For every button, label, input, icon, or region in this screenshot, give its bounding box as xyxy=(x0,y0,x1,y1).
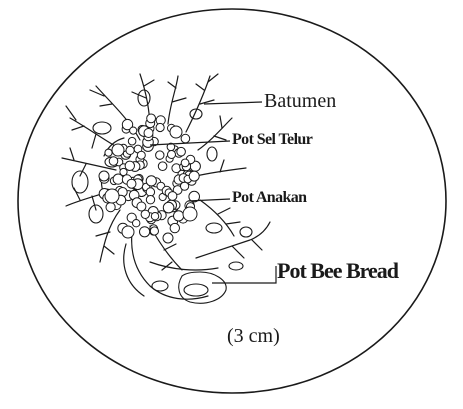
brood-cell xyxy=(145,175,157,187)
brood-cell xyxy=(155,150,165,160)
scale-label: (3 cm) xyxy=(227,325,280,347)
brood-cell xyxy=(143,128,154,138)
brood-cell xyxy=(129,126,138,135)
brood-cell xyxy=(173,210,185,222)
brood-cell xyxy=(121,118,134,131)
leader-pot-bee-bread xyxy=(212,266,277,284)
brood-cell xyxy=(119,167,128,177)
brood-cell xyxy=(127,136,137,146)
brood-cell xyxy=(145,187,156,197)
brood-cell xyxy=(180,133,191,144)
brood-cell xyxy=(139,226,151,238)
brood-cell xyxy=(125,145,135,155)
pot-cell xyxy=(169,125,183,139)
brood-cell xyxy=(169,222,181,234)
brood-cell xyxy=(145,195,156,205)
brood-cell xyxy=(167,191,178,201)
label-pot-anakan: Pot Anakan xyxy=(232,189,307,206)
pot-cell xyxy=(121,225,135,239)
brood-cell xyxy=(157,161,168,171)
label-batumen: Batumen xyxy=(264,90,337,112)
nest-chambers xyxy=(71,89,253,297)
leader-batumen xyxy=(203,101,263,105)
brood-cell xyxy=(176,146,186,157)
brood-cell xyxy=(104,148,113,157)
brood-cell xyxy=(149,226,159,236)
outer-circle xyxy=(17,8,447,394)
brood-cell xyxy=(140,209,151,220)
brood-cell xyxy=(150,212,160,221)
brood-cell xyxy=(132,219,141,228)
leader-pot-sel-telur xyxy=(149,140,231,146)
pot-cell xyxy=(182,206,198,222)
brood-cell-cluster xyxy=(98,113,201,244)
brood-cell xyxy=(105,202,116,213)
pot-cell xyxy=(98,170,110,182)
brood-cell xyxy=(188,170,200,182)
brood-cell xyxy=(162,201,175,214)
brood-cell xyxy=(167,150,176,159)
brood-cell xyxy=(136,150,146,160)
pot-cell xyxy=(104,188,120,204)
label-pot-bee-bread: Pot Bee Bread xyxy=(277,258,399,283)
brood-cell xyxy=(180,158,190,168)
brood-cell xyxy=(124,160,136,172)
leader-lines xyxy=(149,101,277,284)
leader-pot-anakan xyxy=(187,198,231,202)
brood-cell xyxy=(108,156,119,166)
pot-cell xyxy=(111,143,125,157)
brood-cell xyxy=(136,201,147,212)
pot-cell xyxy=(162,232,174,244)
batumen-branches xyxy=(61,73,271,300)
brood-cell xyxy=(155,122,165,133)
brood-cell xyxy=(146,113,157,124)
label-pot-sel-telur: Pot Sel Telur xyxy=(232,131,313,148)
brood-cell xyxy=(126,178,137,189)
bee-bread-pot-outline xyxy=(178,271,227,304)
brood-cell xyxy=(188,190,200,203)
